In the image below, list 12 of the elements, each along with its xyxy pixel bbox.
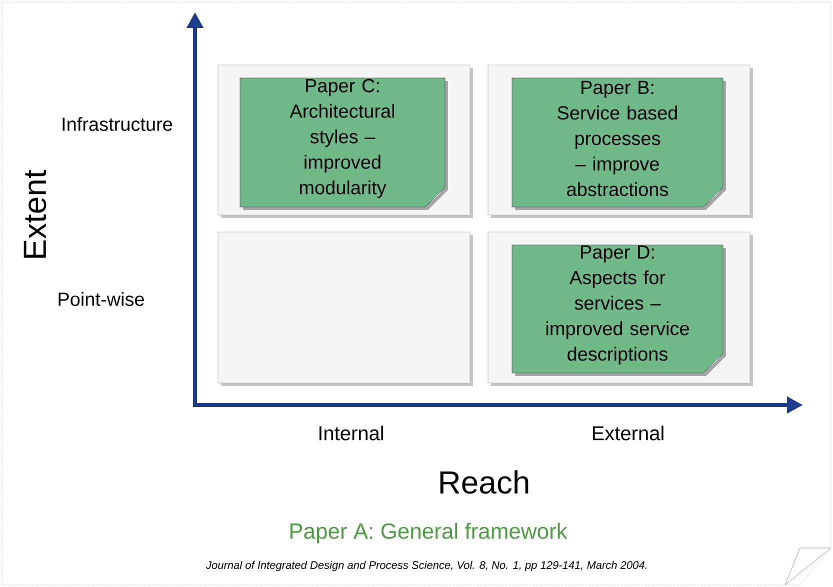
sticky-note: Paper C: Architectural styles – improved modularity [240, 78, 448, 210]
sticky-note: Paper D: Aspects for services – improved service descriptions [512, 244, 726, 376]
citation: Journal of Integrated Design and Process Science, Vol. 8, No. 1, pp 129-141, March 2004. [206, 560, 647, 572]
axis-label: External [592, 426, 664, 440]
axis-label: Extent [24, 170, 46, 258]
quadrant-panel [218, 232, 473, 386]
axis-label: Point-wise [58, 292, 144, 306]
axis-label: Reach [440, 470, 528, 494]
framework-title: Paper A: General framework [290, 522, 568, 544]
axis-label: Infrastructure [62, 117, 172, 131]
sticky-note: Paper B: Service based processes – improve abstractions [512, 78, 726, 210]
axis-label: Internal [320, 426, 384, 440]
